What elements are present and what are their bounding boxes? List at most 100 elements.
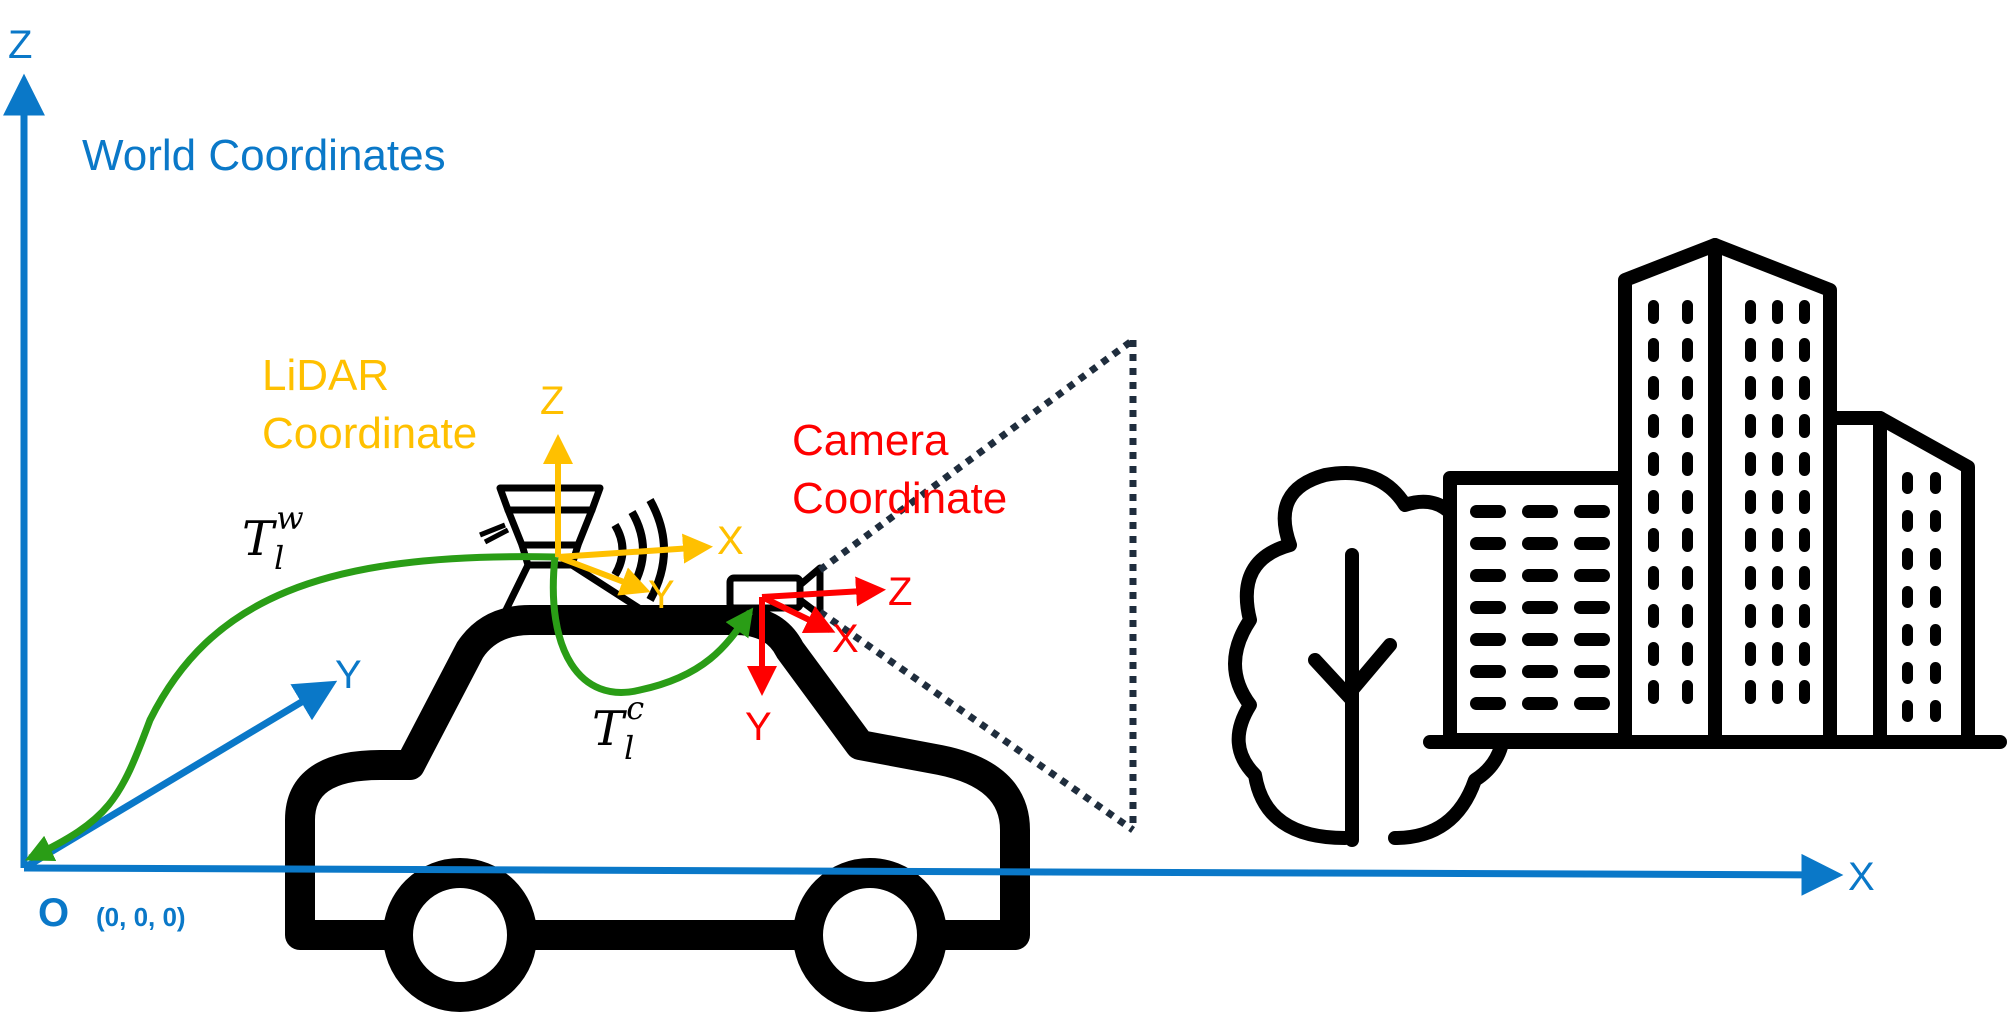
building-window [1682,300,1693,324]
car-rear-wheel [383,858,537,1012]
building-window [1682,452,1693,476]
lidar-axes [543,434,713,596]
building-window [1470,537,1506,550]
tlc-base: T [592,701,627,757]
building-window [1522,697,1558,710]
lidar-title-line1: LiDAR [262,351,389,400]
building-window [1574,505,1610,518]
building-window [1745,452,1756,476]
building-window [1574,537,1610,550]
world-title: World Coordinates [82,131,446,180]
building-window [1799,414,1810,438]
world-z-label: Z [8,23,32,67]
building-window [1682,680,1693,704]
building-window [1772,490,1783,514]
building-window [1930,700,1941,722]
building-window [1902,510,1913,532]
building-window [1745,338,1756,362]
building-window [1648,414,1659,438]
origin-coords: (0, 0, 0) [96,902,186,932]
building-window [1902,624,1913,646]
building-window [1648,490,1659,514]
tlc-sub: l [624,729,634,767]
building-window [1470,505,1506,518]
building-window [1772,338,1783,362]
tlw-base: T [242,511,277,567]
building-window [1772,566,1783,590]
lidar-y-axis [556,554,651,596]
building-window [1799,452,1810,476]
building-window [1648,376,1659,400]
tlw-sub: l [274,539,284,577]
building-window [1745,528,1756,552]
building-window [1772,642,1783,666]
building-window [1648,300,1659,324]
building-window [1772,528,1783,552]
building-window [1648,642,1659,666]
building-window [1772,680,1783,704]
building-window [1682,566,1693,590]
building-window [1902,586,1913,608]
building-window [1470,601,1506,614]
building-window [1648,338,1659,362]
building-window [1682,604,1693,628]
building-window [1745,414,1756,438]
building-window [1682,338,1693,362]
camera-title-line1: Camera [792,416,949,465]
building-window [1930,586,1941,608]
building-window [1902,700,1913,722]
building-window [1745,566,1756,590]
building-window [1522,633,1558,646]
camera-x-label: X [832,617,859,661]
building-window [1799,604,1810,628]
building-window [1799,566,1810,590]
building-window [1745,490,1756,514]
lidar-z-label: Z [540,379,564,423]
building-right [1823,411,1975,749]
camera-title-line2: Coordinate [792,474,1007,523]
building-window [1930,662,1941,684]
building-window [1772,452,1783,476]
building-window [1799,490,1810,514]
building-window [1799,680,1810,704]
camera-z-axis [761,576,886,607]
building-window [1772,376,1783,400]
lidar-title-line2: Coordinate [262,409,477,458]
building-windows [1470,300,1941,722]
building-window [1682,490,1693,514]
building-window [1574,601,1610,614]
transform-lidar-to-world-label: Tlw [242,499,304,577]
building-window [1682,414,1693,438]
building-window [1772,604,1783,628]
lidar-to-world-curve [24,553,556,862]
lidar-y-label: Y [648,573,675,617]
lidar-x-label: X [717,519,744,563]
building-window [1648,680,1659,704]
building-window [1682,642,1693,666]
building-window [1902,548,1913,570]
building-window [1470,633,1506,646]
building-window [1648,528,1659,552]
world-x-label: X [1848,855,1875,899]
building-window [1799,338,1810,362]
building-window [1745,680,1756,704]
building-icon [1423,238,2007,749]
building-window [1522,569,1558,582]
building-window [1745,604,1756,628]
building-window [1745,642,1756,666]
building-window [1902,662,1913,684]
building-window [1745,300,1756,324]
building-window [1574,569,1610,582]
building-window [1682,528,1693,552]
building-window [1902,472,1913,494]
building-window [1470,697,1506,710]
building-window [1522,601,1558,614]
transform-lidar-to-camera-label: Tlc [592,689,644,767]
building-window [1930,510,1941,532]
building-window [1772,300,1783,324]
building-window [1574,633,1610,646]
building-window [1799,642,1810,666]
lidar-to-camera-curve [549,556,754,696]
tlw-sup: w [276,499,303,537]
